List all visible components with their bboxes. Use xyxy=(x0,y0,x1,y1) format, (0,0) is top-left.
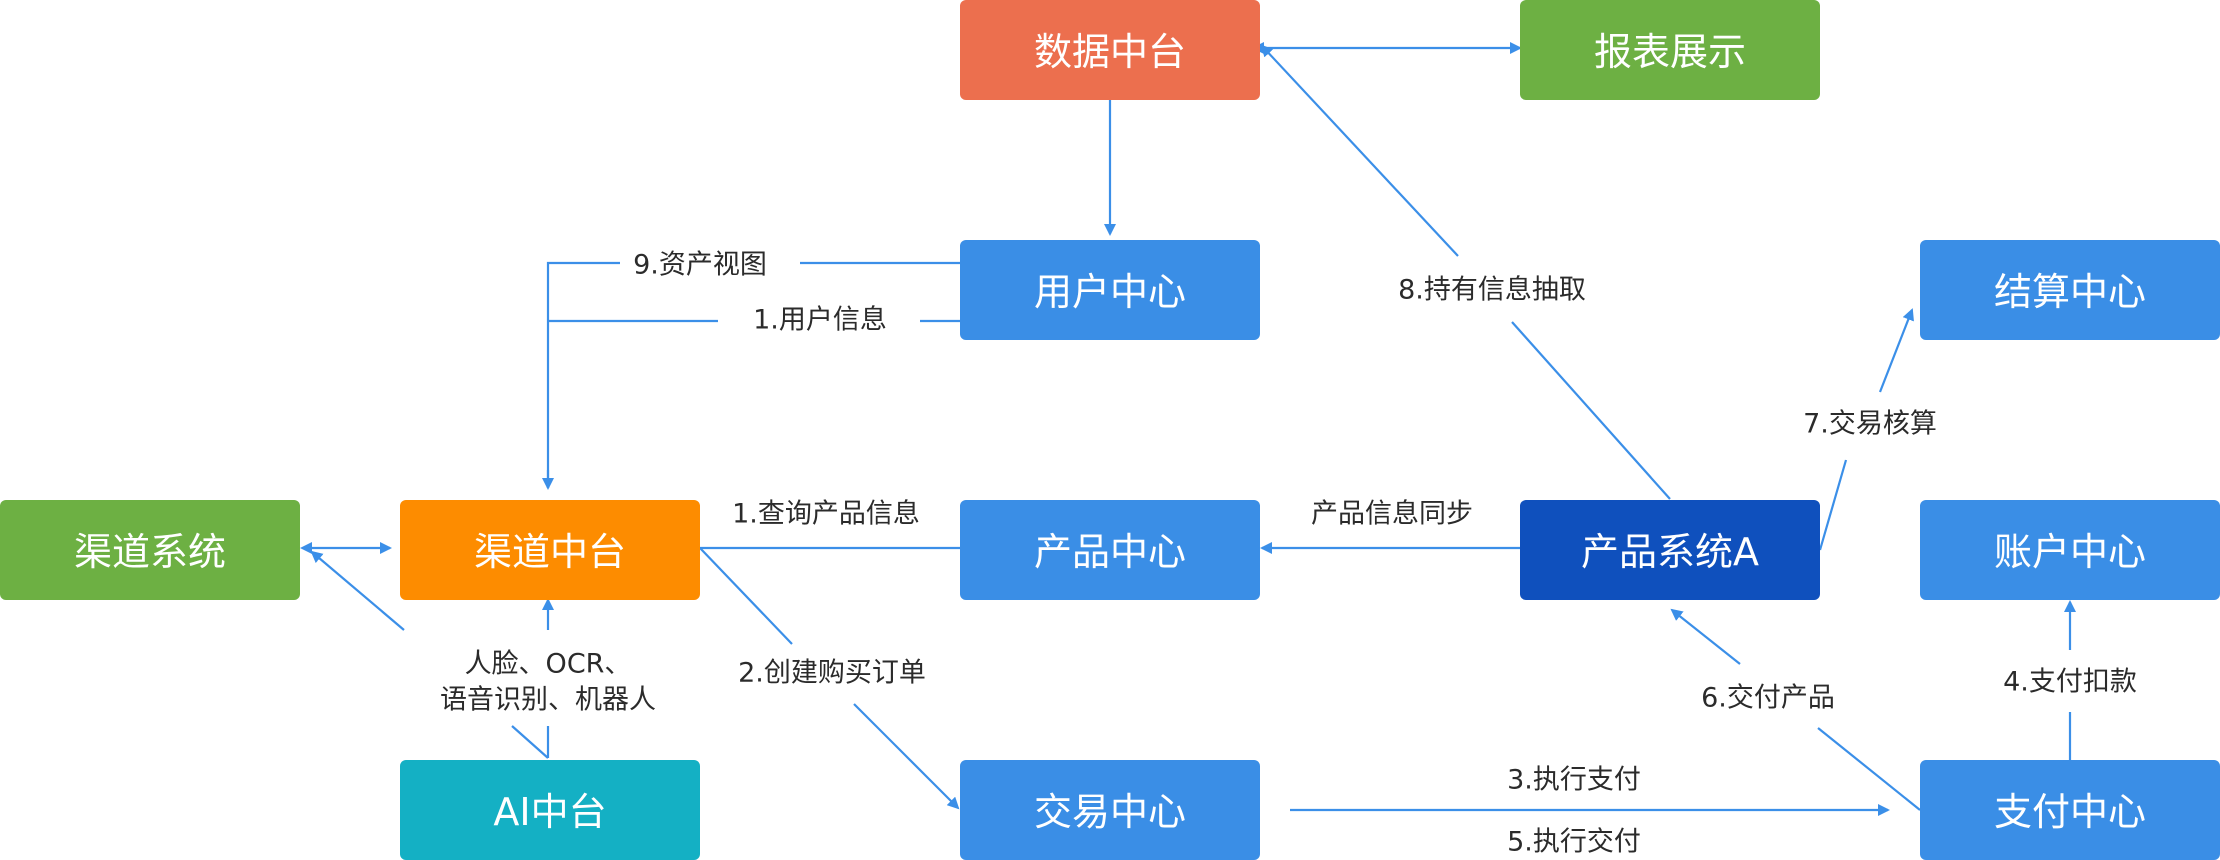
label-pay-deduct: 4.支付扣款 xyxy=(2003,667,2137,698)
edge-asset-view-left xyxy=(546,261,620,320)
label-create-order: 2.创建购买订单 xyxy=(738,658,926,689)
node-account-center: 账户中心 xyxy=(1920,500,2220,600)
node-payment-center-label: 支付中心 xyxy=(1994,790,2146,834)
node-data-platform: 数据中台 xyxy=(960,0,1260,100)
node-settlement-center: 结算中心 xyxy=(1920,240,2220,340)
node-settlement-center-label: 结算中心 xyxy=(1994,270,2146,314)
node-report-display: 报表展示 xyxy=(1520,0,1820,100)
node-product-system-a: 产品系统A xyxy=(1520,500,1820,600)
node-channel-platform-label: 渠道中台 xyxy=(474,530,626,574)
node-channel-system: 渠道系统 xyxy=(0,500,300,600)
node-user-center: 用户中心 xyxy=(960,240,1260,340)
label-hold-extract: 8.持有信息抽取 xyxy=(1398,275,1586,306)
label-user-info: 1.用户信息 xyxy=(753,305,887,336)
node-ai-platform-label: AI中台 xyxy=(493,790,606,834)
label-trade-accounting: 7.交易核算 xyxy=(1803,409,1937,440)
edge-create-order-a xyxy=(699,547,793,645)
node-product-center: 产品中心 xyxy=(960,500,1260,600)
node-payment-center: 支付中心 xyxy=(1920,760,2220,860)
node-trade-center-label: 交易中心 xyxy=(1034,790,1186,834)
label-execute-delivery: 5.执行交付 xyxy=(1507,827,1641,858)
label-deliver-product: 6.交付产品 xyxy=(1701,683,1835,714)
label-ai-caps-2: 语音识别、机器人 xyxy=(440,685,656,716)
edge-labels: 9.资产视图 1.用户信息 8.持有信息抽取 7.交易核算 1.查询产品信息 产… xyxy=(440,250,2137,858)
node-channel-platform: 渠道中台 xyxy=(400,500,700,600)
node-trade-center: 交易中心 xyxy=(960,760,1260,860)
edge-user-info-left xyxy=(546,319,718,488)
node-ai-platform: AI中台 xyxy=(400,760,700,860)
edges xyxy=(300,42,2076,816)
node-account-center-label: 账户中心 xyxy=(1994,530,2146,574)
edge-ai-to-channel-system xyxy=(310,550,405,631)
edge-hold-extract-a xyxy=(1511,321,1671,500)
node-report-display-label: 报表展示 xyxy=(1594,30,1746,74)
label-product-sync: 产品信息同步 xyxy=(1311,499,1473,530)
node-channel-system-label: 渠道系统 xyxy=(74,530,226,574)
label-execute-payment: 3.执行支付 xyxy=(1507,765,1641,796)
edge-deliver-b xyxy=(1670,608,1741,665)
edge-create-order-b xyxy=(853,703,960,810)
node-product-center-label: 产品中心 xyxy=(1034,530,1186,574)
edge-deliver-a xyxy=(1817,727,1921,811)
node-user-center-label: 用户中心 xyxy=(1034,270,1186,314)
edge-ai-bottom-d xyxy=(511,725,549,759)
edge-trade-accounting-a xyxy=(1818,459,1848,551)
edge-hold-extract-b xyxy=(1260,44,1459,257)
label-asset-view: 9.资产视图 xyxy=(633,250,767,281)
node-product-system-a-label: 产品系统A xyxy=(1581,530,1759,574)
label-ai-caps-1: 人脸、OCR、 xyxy=(465,649,632,680)
edge-trade-accounting-b xyxy=(1878,308,1914,393)
node-data-platform-label: 数据中台 xyxy=(1034,30,1186,74)
label-query-product: 1.查询产品信息 xyxy=(732,499,920,530)
